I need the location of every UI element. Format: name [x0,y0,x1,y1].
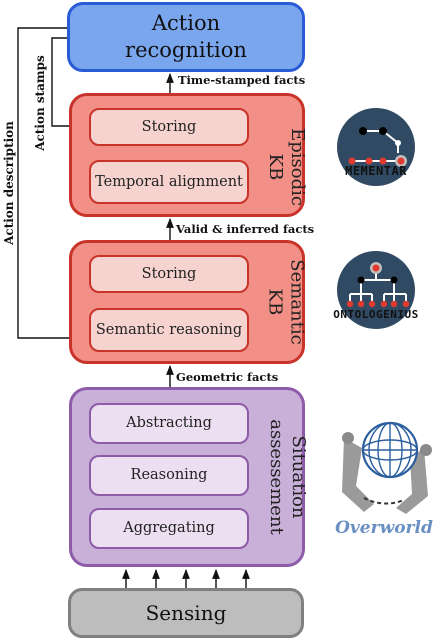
mementar-caption-wrap: MEMENTAR [336,160,416,179]
mementar-icon [337,108,415,186]
ontologenius-caption: ONTOLOGENIUS [333,308,419,321]
ontologenius-icon [337,251,415,329]
overworld-logo: Overworld [334,408,434,548]
overworld-caption: Overworld [335,518,433,538]
valid-inferred-facts-label: Valid & inferred facts [176,222,315,236]
action-description-label: Action description [1,121,16,245]
episodic-kb-title: Episodic KB [264,128,308,206]
sensing-title: Sensing [145,601,227,625]
geometric-facts-label: Geometric facts [176,370,279,384]
mementar-logo: MEMENTAR [336,107,416,187]
semantic-kb-title: Semantic KB [264,259,308,345]
episodic-kb-title-wrap: Episodic KB [226,128,346,206]
ontologenius-caption-wrap: ONTOLOGENIUS [326,303,426,322]
action-description-label-wrap: Action description [0,121,84,245]
time-stamped-facts-label: Time-stamped facts [178,73,306,87]
overworld-caption-wrap: Overworld [334,518,434,538]
action-recognition-module: Action recognition [67,2,305,72]
globe-robot-icon [342,421,432,514]
sensing-module: Sensing [68,588,304,638]
semantic-reasoning-box: Semantic reasoning [89,308,249,352]
action-stamps-label: Action stamps [33,55,48,151]
abstracting-box: Abstracting [89,403,249,444]
mementar-caption: MEMENTAR [345,164,407,178]
aggregating-box: Aggregating [89,508,249,549]
semantic-storing-box: Storing [89,255,249,293]
action-recognition-title: Action recognition [125,11,247,62]
action-stamps-label-wrap: Action stamps [0,55,82,151]
temporal-alignment-box: Temporal alignment [89,160,249,204]
episodic-storing-box: Storing [89,108,249,146]
ontologenius-logo: ONTOLOGENIUS [333,250,418,330]
situation-assessement-title: Situation assessement [265,419,309,535]
reasoning-box: Reasoning [89,455,249,496]
